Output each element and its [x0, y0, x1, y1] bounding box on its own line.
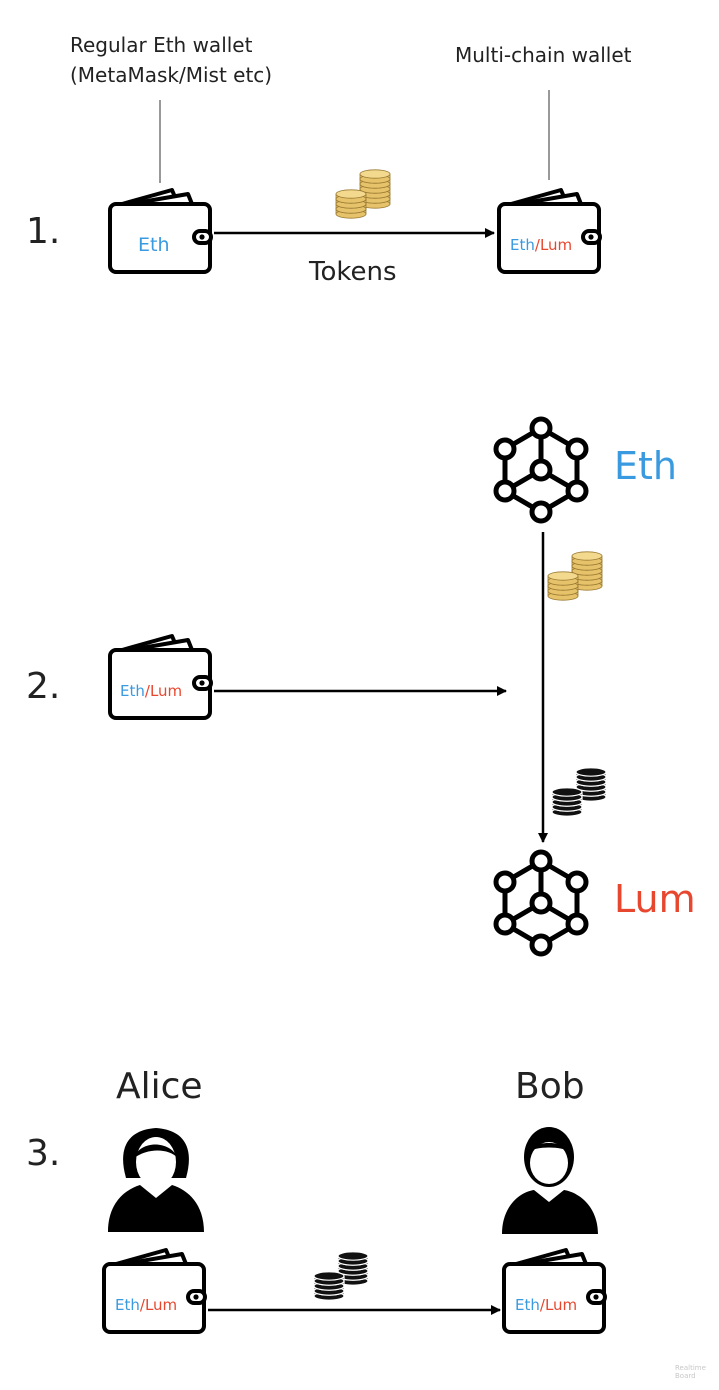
watermark-line2: Board — [675, 1372, 696, 1380]
alice-name: Alice — [116, 1066, 203, 1107]
alice-wallet-icon — [102, 1248, 207, 1334]
lum-chain-label: Lum — [614, 877, 696, 921]
eth-chain-label: Eth — [614, 444, 677, 488]
wallet-label-separator: / — [144, 682, 150, 700]
wallet-label-eth: Eth — [510, 236, 535, 254]
wallet-label-eth: Eth — [120, 682, 145, 700]
step-number-2: 2. — [26, 666, 61, 707]
wallet-label-separator: / — [539, 1296, 545, 1314]
gold-coins-icon-bridge — [548, 552, 602, 600]
eth-network-icon — [496, 419, 586, 521]
step-number-3: 3. — [26, 1133, 61, 1174]
black-coins-icon-bridge — [552, 768, 606, 816]
multichain-wallet-label: Eth/Lum — [510, 236, 572, 254]
wallet-label-separator: / — [534, 236, 540, 254]
bob-name: Bob — [515, 1066, 585, 1107]
step-number-1: 1. — [26, 211, 61, 252]
multichain-wallet-label-2: Eth/Lum — [120, 682, 182, 700]
wallet-label-separator: / — [139, 1296, 145, 1314]
wallet-label-eth: Eth — [115, 1296, 140, 1314]
wallet-label-lum: Lum — [539, 236, 573, 254]
tokens-label: Tokens — [309, 257, 397, 287]
watermark-line1: Realtime — [675, 1364, 706, 1372]
alice-avatar-icon — [108, 1128, 204, 1232]
multichain-wallet-caption: Multi-chain wallet — [455, 43, 632, 67]
wallet-label-eth: Eth — [515, 1296, 540, 1314]
bob-wallet-label: Eth/Lum — [515, 1296, 577, 1314]
lum-network-icon — [496, 852, 586, 954]
multichain-wallet-icon — [497, 188, 602, 274]
wallet-label-lum: Lum — [144, 1296, 178, 1314]
alice-wallet-label: Eth/Lum — [115, 1296, 177, 1314]
black-coins-icon — [314, 1252, 368, 1300]
regular-wallet-caption: Regular Eth wallet (MetaMask/Mist etc) — [70, 30, 272, 90]
regular-wallet-caption-line2: (MetaMask/Mist etc) — [70, 63, 273, 87]
wallet-label-lum: Lum — [149, 682, 183, 700]
multichain-wallet-icon-2 — [108, 634, 213, 720]
gold-coins-icon — [336, 170, 390, 218]
regular-eth-wallet-icon — [108, 188, 213, 274]
regular-wallet-label: Eth — [138, 234, 170, 256]
wallet-label-lum: Lum — [544, 1296, 578, 1314]
realtimeboard-watermark: Realtime Board — [675, 1364, 706, 1380]
bob-avatar-icon — [502, 1127, 598, 1234]
regular-wallet-caption-line1: Regular Eth wallet — [70, 33, 253, 57]
bob-wallet-icon — [502, 1248, 607, 1334]
